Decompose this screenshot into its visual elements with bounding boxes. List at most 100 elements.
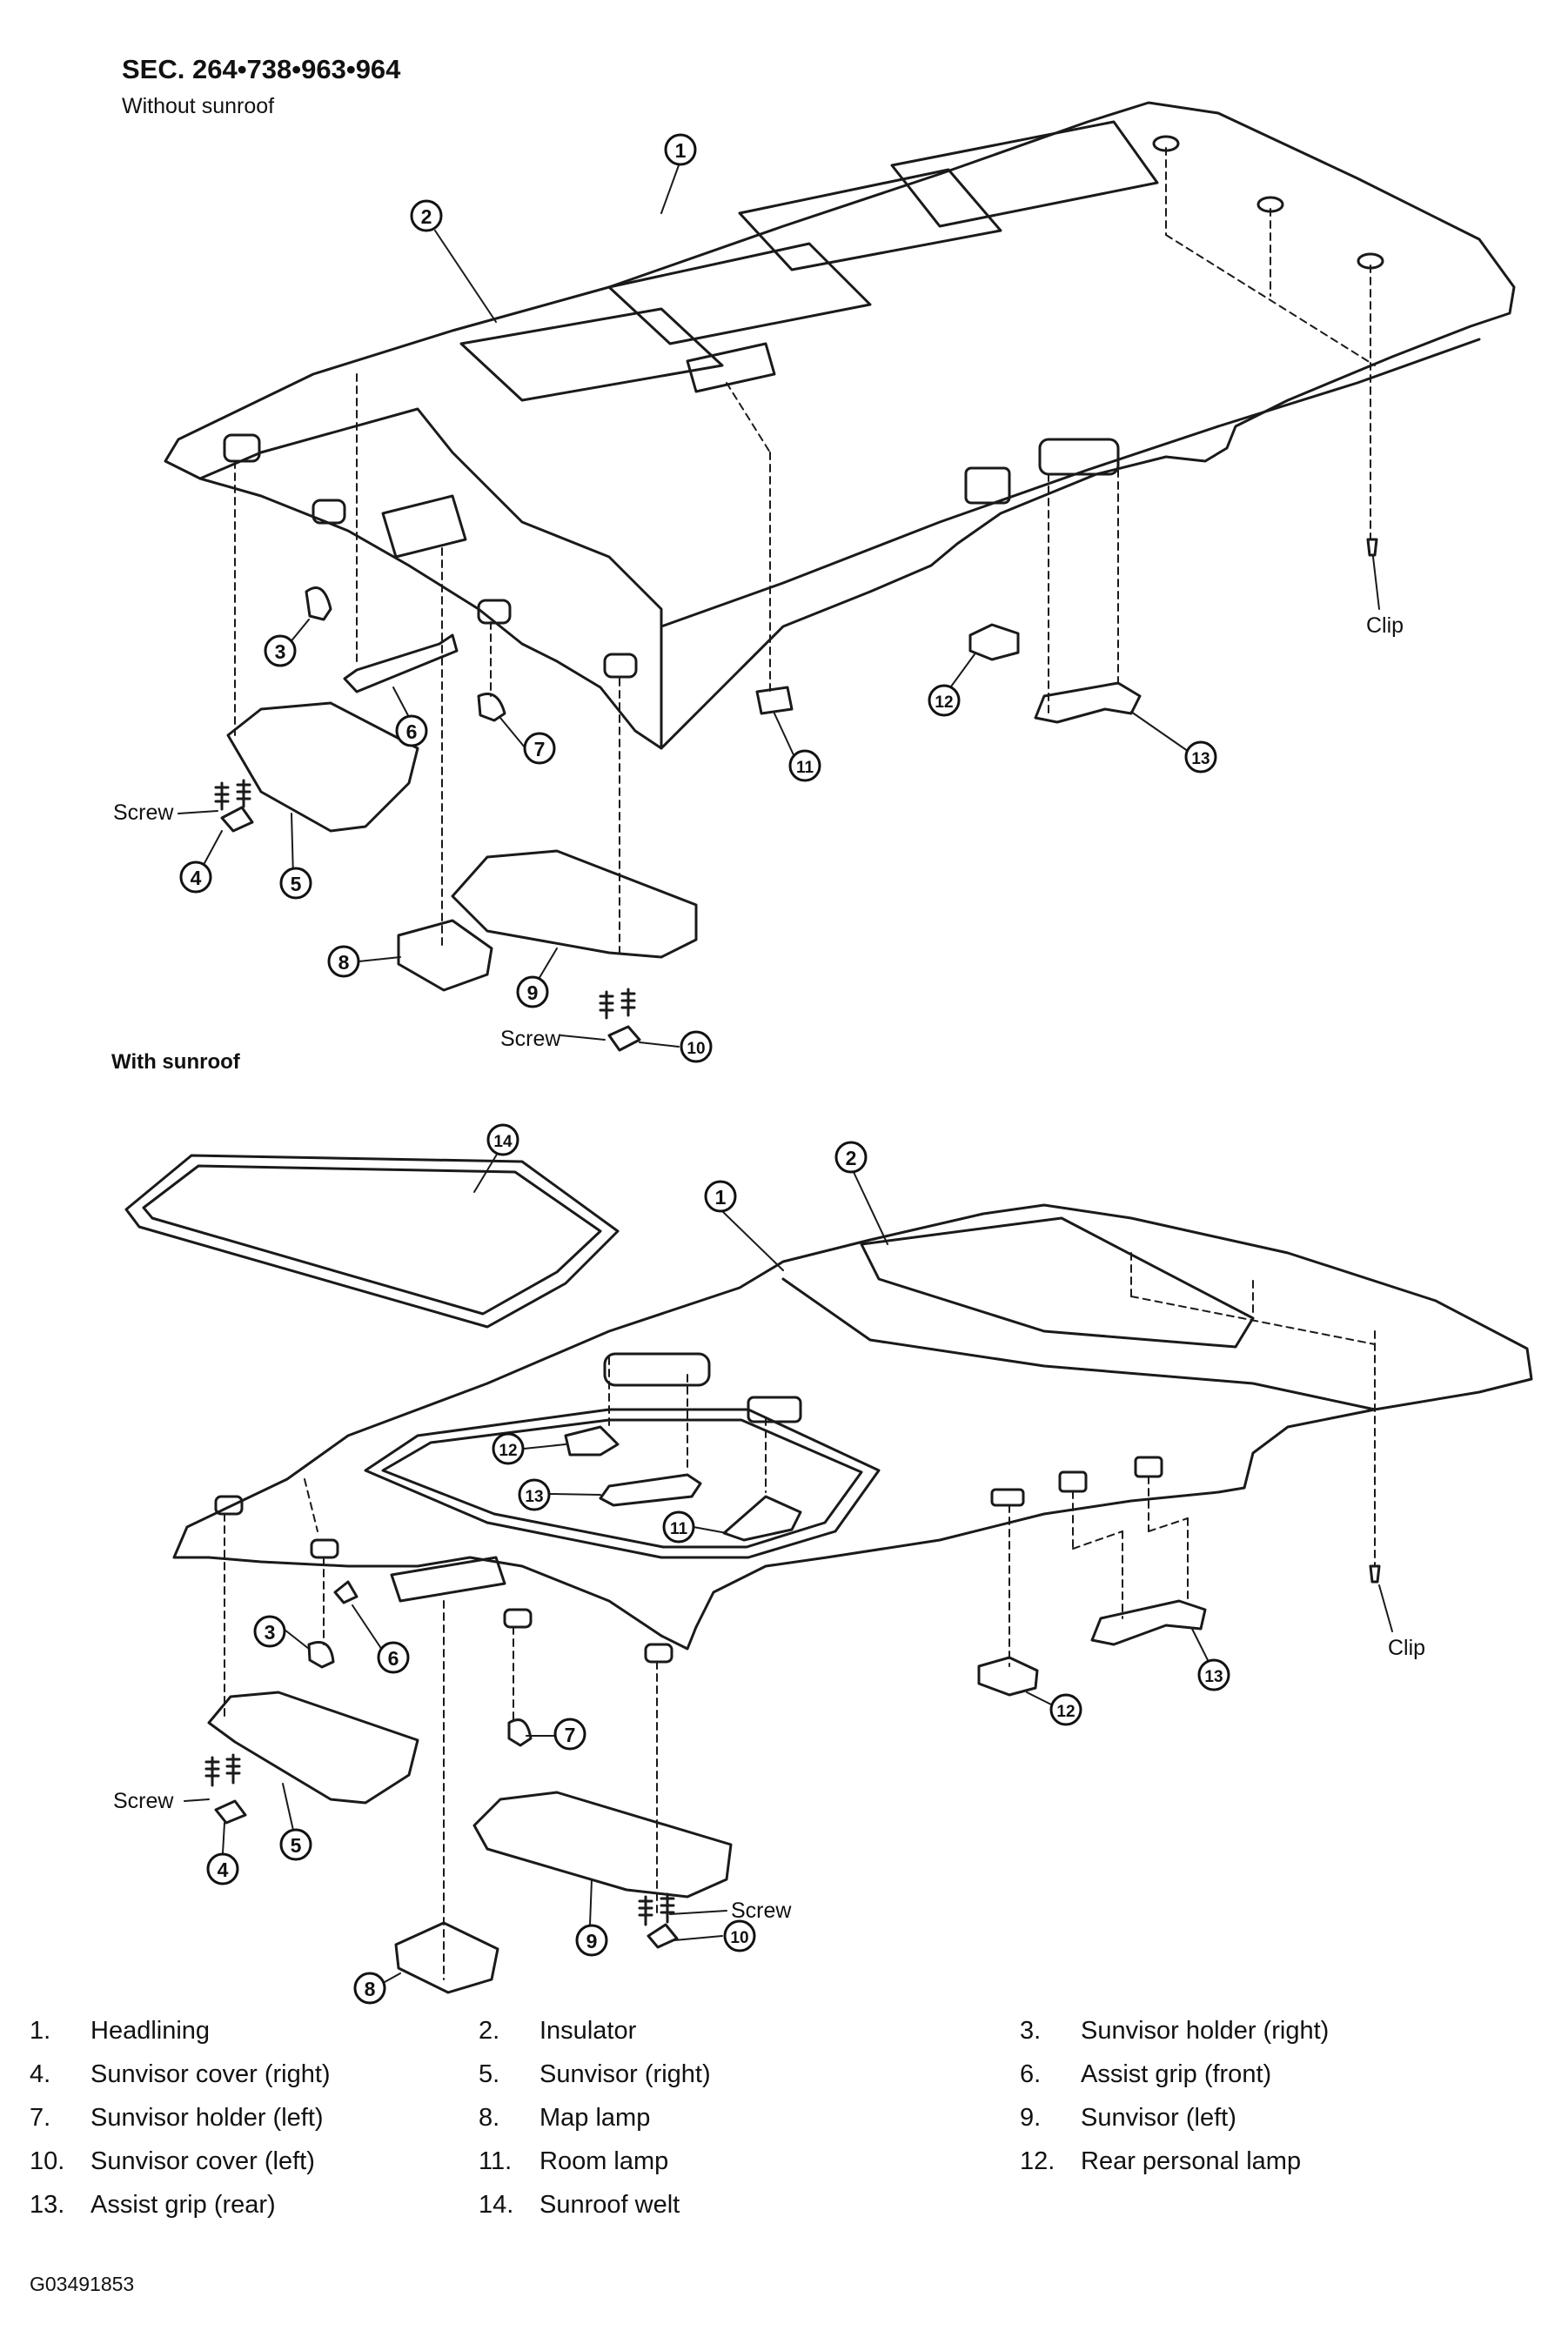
legend-item-13: 13.Assist grip (rear) — [30, 2191, 276, 2219]
assist-grip-rear-bottom-part — [1090, 1599, 1207, 1646]
legend-item-5: 5.Sunvisor (right) — [479, 2060, 711, 2088]
callout-7-bottom: 7 — [553, 1718, 586, 1751]
callout-leaders-bottom — [184, 1152, 1393, 1983]
rear-personal-lamp-top-part — [968, 623, 1020, 661]
callout-2-bottom: 2 — [834, 1141, 868, 1174]
sunvisor-cover-left-bottom — [647, 1923, 679, 1949]
svg-text:11: 11 — [796, 759, 814, 777]
svg-text:12: 12 — [935, 693, 953, 712]
sunvisor-left-bottom — [472, 1791, 733, 1899]
room-lamp-opening — [686, 342, 776, 393]
sunvisor-right-part — [226, 701, 419, 833]
callout-7-top: 7 — [523, 732, 556, 765]
parts-bottom — [204, 1425, 1381, 1994]
svg-text:12: 12 — [499, 1442, 517, 1460]
screws-top-left — [599, 988, 636, 1020]
svg-text:3: 3 — [265, 1621, 276, 1644]
svg-text:1: 1 — [675, 139, 687, 162]
legend-item-11: 11.Room lamp — [479, 2147, 669, 2175]
insulator-panel-3 — [738, 168, 1002, 271]
callout-2-top: 2 — [410, 199, 443, 232]
svg-text:7: 7 — [534, 738, 546, 760]
callout-10-top: 10 — [680, 1030, 713, 1063]
svg-text:13: 13 — [1191, 750, 1210, 768]
legend-item-10: 10.Sunvisor cover (left) — [30, 2147, 315, 2175]
svg-text:11: 11 — [670, 1520, 688, 1538]
sunvisor-holder-left-part — [477, 693, 506, 722]
callout-13-roof: 13 — [518, 1478, 551, 1511]
svg-text:8: 8 — [338, 951, 350, 974]
insulator-strip — [860, 1216, 1255, 1349]
legend-item-2: 2.Insulator — [479, 2017, 637, 2045]
room-lamp-top-part — [755, 686, 794, 715]
svg-text:13: 13 — [1204, 1668, 1223, 1686]
section-title: SEC. 264•738•963•964 — [122, 54, 401, 84]
screws-bottom-right — [204, 1753, 241, 1787]
dashed-leader-lines-bottom — [224, 1252, 1376, 1980]
rear-personal-lamp-bottom-part — [977, 1656, 1039, 1697]
clip-top-part — [1366, 538, 1378, 557]
assist-grip-front-bottom — [333, 1580, 358, 1604]
svg-text:8: 8 — [365, 1978, 376, 2000]
legend-item-7: 7.Sunvisor holder (left) — [30, 2104, 324, 2132]
callout-4-top: 4 — [179, 861, 212, 894]
screw-label-bottom-right: Screw — [113, 1789, 174, 1813]
svg-text:5: 5 — [291, 873, 302, 895]
svg-text:10: 10 — [687, 1040, 705, 1058]
svg-text:4: 4 — [191, 867, 202, 889]
legend-item-8: 8.Map lamp — [479, 2104, 651, 2132]
parts-top — [214, 538, 1378, 1052]
sunvisor-cover-right-bottom — [214, 1799, 247, 1825]
callout-8-bottom: 8 — [353, 1972, 386, 2005]
assist-grip-front-part — [343, 633, 459, 693]
room-lamp-roof-part — [722, 1495, 802, 1542]
figure-id: G03491853 — [30, 2273, 135, 2295]
callout-6-bottom: 6 — [377, 1641, 410, 1674]
sunvisor-left-part — [451, 849, 698, 959]
sunroof-opening — [364, 1408, 881, 1559]
callout-14-bottom: 14 — [486, 1123, 519, 1156]
sunvisor-cover-right-part — [220, 806, 254, 833]
callout-3-bottom: 3 — [253, 1615, 286, 1648]
svg-text:14: 14 — [493, 1133, 513, 1151]
legend-item-3: 3.Sunvisor holder (right) — [1020, 2017, 1330, 2045]
callout-9-top: 9 — [516, 975, 549, 1008]
svg-text:10: 10 — [730, 1929, 748, 1947]
map-lamp-top-part — [397, 919, 493, 992]
callout-10-bottom: 10 — [723, 1919, 756, 1952]
sunvisor-holder-right-part — [305, 586, 332, 621]
svg-text:6: 6 — [406, 720, 418, 743]
screw-label-top-right: Screw — [113, 800, 174, 825]
clip-label-top: Clip — [1366, 613, 1404, 638]
clip-bottom-part — [1369, 1564, 1381, 1584]
map-lamp-bottom-part — [394, 1921, 499, 1994]
insulator-panel-1 — [459, 307, 724, 402]
callout-12-top: 12 — [928, 684, 961, 717]
headlining-with-sunroof — [172, 1203, 1533, 1664]
sunvisor-right-bottom — [207, 1691, 419, 1805]
sunvisor-cover-left-part — [607, 1025, 641, 1052]
callout-13-top: 13 — [1184, 740, 1217, 774]
svg-text:6: 6 — [388, 1647, 399, 1670]
screw-label-bottom-left: Screw — [731, 1899, 792, 1923]
callout-11-top: 11 — [788, 749, 821, 782]
callout-12-bottom: 12 — [1049, 1693, 1082, 1726]
legend-item-9: 9.Sunvisor (left) — [1020, 2104, 1236, 2132]
callout-12-roof: 12 — [492, 1432, 525, 1465]
svg-text:2: 2 — [421, 205, 432, 228]
callout-8-top: 8 — [327, 945, 360, 978]
assist-grip-rear-top-part — [1034, 681, 1142, 724]
rear-personal-lamp-roof-part — [564, 1425, 620, 1457]
callout-6-top: 6 — [395, 714, 428, 747]
legend-item-1: 1.Headlining — [30, 2017, 211, 2045]
callout-3-top: 3 — [264, 634, 297, 667]
svg-text:12: 12 — [1056, 1703, 1075, 1721]
callout-1-top: 1 — [664, 133, 697, 166]
headlining-without-sunroof — [164, 101, 1516, 750]
screw-label-top-left: Screw — [500, 1027, 561, 1051]
callout-bubbles: 1 2 3 6 7 4 5 8 9 10 11 12 13 14 1 2 12 … — [179, 133, 1230, 2005]
legend-item-6: 6.Assist grip (front) — [1020, 2060, 1272, 2088]
screws-bottom-left — [638, 1892, 675, 1926]
callout-leaders-top — [178, 164, 1380, 1048]
